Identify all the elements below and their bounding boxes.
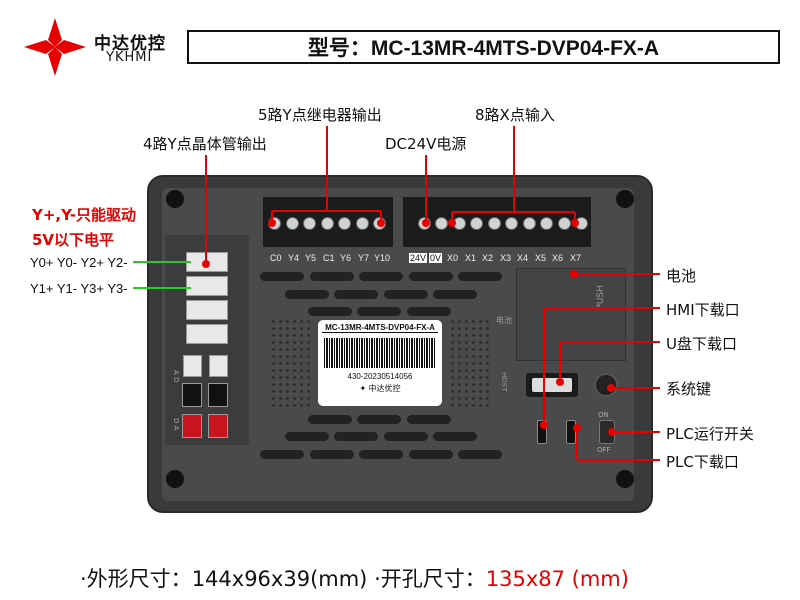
terminal-label: X5 [535,253,547,263]
callout-transistor-output: 4路Y点晶体管输出 [143,135,267,153]
product-sticker: MC-13MR-4MTS-DVP04-FX-A 430-20230514056 … [318,320,442,406]
outer-dim-value: 144x96x39(mm) [191,567,368,591]
brand-logo-icon [24,18,86,76]
speaker-grille [270,318,310,408]
off-mark: OFF [597,446,611,454]
brand-name-cn: 中达优控 [94,34,166,54]
terminal-label: Y10 [374,253,391,263]
terminal-label: C0 [270,253,282,263]
terminal-label: X1 [465,253,477,263]
note-line1: Y+,Y-只能驱动 [32,206,137,224]
callout-dc24v-power: DC24V电源 [385,135,467,153]
cutout-dim-label: ·开孔尺寸： [374,567,486,591]
note-line2: 5V以下电平 [32,231,115,249]
on-mark: ON [598,411,609,419]
terminal-label: 24V [409,253,428,263]
dimensions-line: ·外形尺寸：144x96x39(mm) ·开孔尺寸：135x87 (mm) [80,563,629,593]
analog-connector [183,355,202,377]
mount-hole [166,470,184,488]
sticker-model: MC-13MR-4MTS-DVP04-FX-A [322,323,438,333]
terminal-label: Y4 [288,253,300,263]
plc-download-port[interactable] [566,420,576,444]
connector [186,300,228,320]
terminal-label: 0V [429,253,443,263]
terminal-label: Y5 [305,253,317,263]
analog-connector [182,383,202,407]
terminal-label: Y7 [358,253,370,263]
da-mark: D A [172,418,180,431]
callout-usb-download: U盘下载口 [666,335,737,353]
terminal-label: X2 [482,253,494,263]
pin-labels-1: Y0+ Y0- Y2+ Y2- [30,255,128,270]
relay-terminal-block [263,197,393,247]
ad-mark: A D [172,370,180,383]
sticker-brand: ✦ 中达优控 [359,384,401,393]
mount-hole [616,190,634,208]
callout-battery: 电池 [666,267,697,285]
connector [186,324,228,344]
callout-plc-download: PLC下载口 [666,453,739,471]
y-transistor-connector [186,276,228,296]
hmi-download-port[interactable] [537,420,547,444]
terminal-label: X7 [570,253,582,263]
mount-hole [616,470,634,488]
callout-system-key: 系统键 [666,380,712,398]
analog-connector [209,355,228,377]
usb-port[interactable] [526,373,578,397]
host-mark: HOST [500,372,508,392]
analog-connector [208,414,228,438]
callout-x-input: 8路X点输入 [475,106,555,124]
terminal-label: C1 [323,253,335,263]
battery-mark: 电池 [496,316,512,325]
battery-cover[interactable] [516,268,626,361]
model-title: 型号：MC-13MR-4MTS-DVP04-FX-A [187,30,780,64]
brand-name-en: YKHMI [106,50,153,65]
sticker-serial: 430-20230514056 [347,372,413,381]
system-key-button[interactable] [594,373,618,397]
speaker-grille [449,318,491,408]
cutout-dim-value: 135x87 (mm) [485,567,629,591]
callout-plc-run-switch: PLC运行开关 [666,425,754,443]
barcode [324,338,436,368]
analog-connector [208,383,228,407]
callout-relay-output: 5路Y点继电器输出 [258,106,382,124]
outer-dim-label: ·外形尺寸： [80,567,192,591]
callout-hmi-download: HMI下载口 [666,301,740,319]
terminal-label: X6 [552,253,564,263]
pin-labels-2: Y1+ Y1- Y3+ Y3- [30,281,128,296]
mount-hole [166,190,184,208]
analog-connector [182,414,202,438]
terminal-label: X0 [447,253,459,263]
terminal-label: X3 [500,253,512,263]
terminal-label: Y6 [340,253,352,263]
terminal-label: X4 [517,253,529,263]
